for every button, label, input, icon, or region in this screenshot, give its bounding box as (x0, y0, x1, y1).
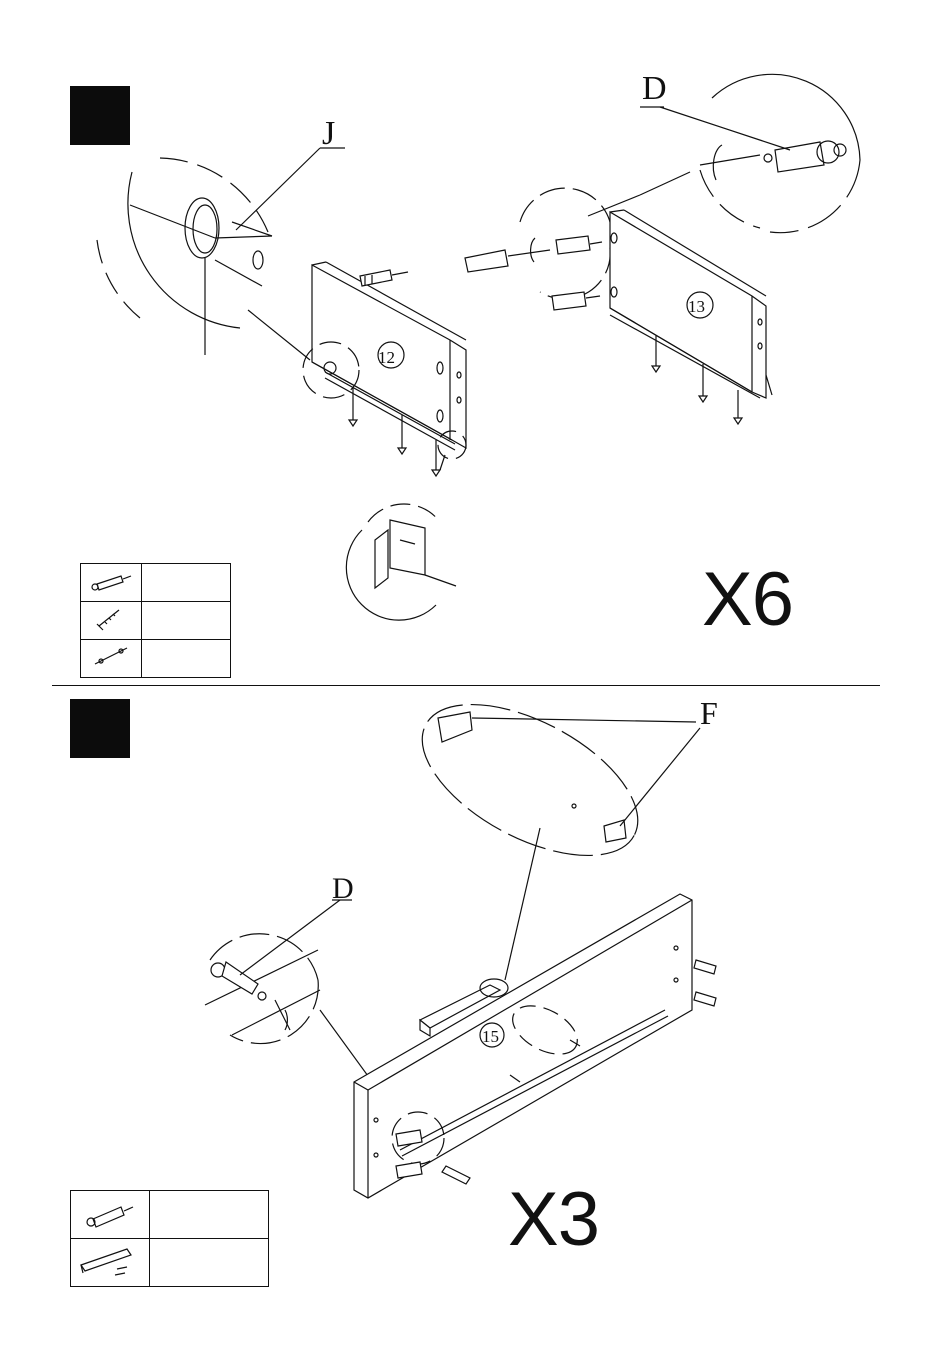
step-b-multiplier: X3 (508, 1182, 599, 1258)
callout-label-d-top: D (642, 70, 667, 107)
parts-row (71, 1191, 269, 1239)
callout-label-d-left: D (332, 872, 354, 905)
parts-row (81, 602, 231, 640)
parts-row (81, 640, 231, 678)
detail-circle-corner (346, 504, 456, 620)
callout-label-j: J (322, 115, 335, 152)
callout-label-f: F (700, 695, 718, 731)
panel-12 (303, 262, 466, 476)
detail-circle-j (97, 148, 345, 360)
step-b-parts-table (70, 1190, 269, 1287)
parts-row (81, 564, 231, 602)
parts-row (71, 1239, 269, 1287)
panel-15 (354, 894, 716, 1198)
part-number-13: 13 (688, 297, 705, 316)
step-a-parts-table (80, 563, 231, 678)
handle-with-screws-icon (71, 1239, 149, 1281)
cam-dowel-icon (71, 1191, 149, 1233)
long-bolt-icon (81, 640, 141, 672)
part-number-15: 15 (482, 1027, 499, 1046)
detail-circle-d-top (640, 74, 860, 232)
step-a-multiplier: X6 (702, 562, 793, 638)
panel-13 (610, 210, 772, 424)
screw-icon (81, 602, 141, 634)
cam-dowel-icon (81, 564, 141, 596)
part-number-12: 12 (378, 348, 395, 367)
